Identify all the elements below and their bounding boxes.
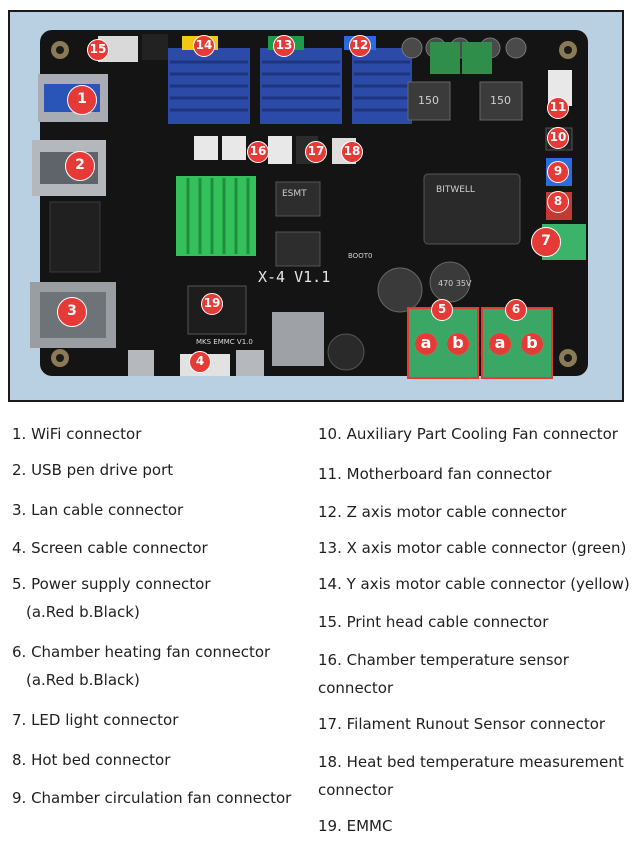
legend-item: 11. Motherboard fan connector: [318, 465, 552, 483]
terminal-label-a: a: [415, 333, 437, 355]
marker-15: 15: [87, 39, 109, 61]
marker-9: 9: [547, 161, 569, 183]
legend-item: 10. Auxiliary Part Cooling Fan connector: [318, 425, 618, 443]
terminal-label-a: a: [489, 333, 511, 355]
svg-text:BITWELL: BITWELL: [436, 185, 475, 195]
legend-item: 15. Print head cable connector: [318, 613, 549, 631]
marker-5: 5: [431, 299, 453, 321]
board-photo: X-4 V1.1 MKS EMMC V1.0 BITWELL 470 35V E…: [8, 10, 624, 402]
legend-item: 5. Power supply connector(a.Red b.Black): [12, 575, 211, 621]
marker-12: 12: [349, 35, 371, 57]
terminal-label-b: b: [447, 333, 469, 355]
legend-item: 8. Hot bed connector: [12, 751, 171, 769]
svg-text:150: 150: [418, 94, 439, 107]
marker-16: 16: [247, 141, 269, 163]
svg-text:ESMT: ESMT: [282, 189, 307, 199]
marker-18: 18: [341, 141, 363, 163]
legend-item: 12. Z axis motor cable connector: [318, 503, 567, 521]
svg-text:MKS EMMC V1.0: MKS EMMC V1.0: [196, 338, 253, 346]
marker-3: 3: [57, 297, 87, 327]
legend-item: 19. EMMC: [318, 817, 393, 835]
legend-item: 1. WiFi connector: [12, 425, 142, 443]
svg-text:150: 150: [490, 94, 511, 107]
marker-19: 19: [201, 293, 223, 315]
legend-item: 14. Y axis motor cable connector (yellow…: [318, 575, 630, 593]
svg-text:BOOT0: BOOT0: [348, 252, 372, 260]
legend-item: 13. X axis motor cable connector (green): [318, 539, 627, 557]
terminal-label-b: b: [521, 333, 543, 355]
marker-14: 14: [193, 35, 215, 57]
marker-10: 10: [547, 127, 569, 149]
board-model-text: X-4 V1.1: [258, 268, 330, 286]
marker-1: 1: [67, 85, 97, 115]
marker-4: 4: [189, 351, 211, 373]
legend-item: 7. LED light connector: [12, 711, 179, 729]
legend-item: 4. Screen cable connector: [12, 539, 208, 557]
marker-17: 17: [305, 141, 327, 163]
legend-item: 6. Chamber heating fan connector(a.Red b…: [12, 643, 271, 689]
marker-6: 6: [505, 299, 527, 321]
legend-item: 9. Chamber circulation fan connector: [12, 789, 292, 807]
marker-8: 8: [547, 191, 569, 213]
marker-13: 13: [273, 35, 295, 57]
legend-item: 3. Lan cable connector: [12, 501, 184, 519]
svg-text:470 35V: 470 35V: [438, 279, 472, 288]
legend-item: 17. Filament Runout Sensor connector: [318, 715, 606, 733]
marker-11: 11: [547, 97, 569, 119]
marker-7: 7: [531, 227, 561, 257]
marker-2: 2: [65, 151, 95, 181]
legend-item: 2. USB pen drive port: [12, 461, 174, 479]
